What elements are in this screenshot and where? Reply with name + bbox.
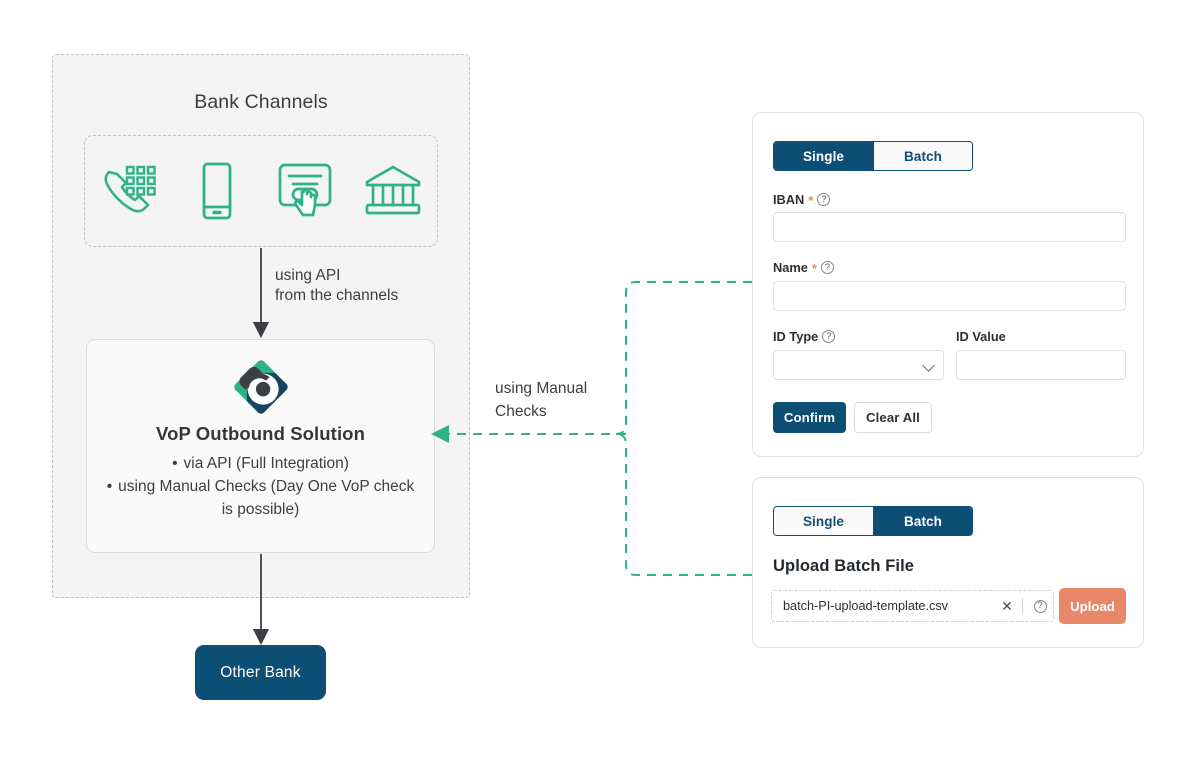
vop-card-title: VoP Outbound Solution — [156, 423, 365, 444]
confirm-button[interactable]: Confirm — [773, 402, 846, 433]
mode-toggle-batch-panel[interactable]: Single Batch — [773, 506, 973, 536]
mobile-phone-icon — [181, 158, 253, 224]
api-arrow-label: using API from the channels — [275, 267, 399, 304]
vop-bullet-text: via API (Full Integration) — [183, 455, 349, 472]
id-type-label: ID Type ? — [773, 329, 836, 344]
id-type-select[interactable] — [773, 350, 944, 380]
other-bank-node: Other Bank — [195, 645, 326, 700]
mode-toggle-single-panel[interactable]: Single Batch — [773, 141, 973, 171]
divider — [1022, 598, 1023, 614]
phone-keypad-icon — [93, 158, 165, 224]
iban-help-icon[interactable]: ? — [817, 193, 831, 206]
required-asterisk: * — [811, 261, 817, 276]
file-help-wrapper: ? — [1027, 599, 1053, 613]
vop-bullet-text: using Manual Checks (Day One VoP check i… — [118, 478, 415, 518]
iban-label-text: IBAN — [773, 192, 805, 207]
upload-batch-file-title: Upload Batch File — [773, 557, 915, 575]
iban-input[interactable] — [773, 212, 1126, 242]
bank-building-icon — [357, 158, 429, 224]
tab-batch[interactable]: Batch — [873, 142, 972, 170]
online-banking-click-icon — [269, 158, 341, 224]
tab-single[interactable]: Single — [774, 142, 873, 170]
name-label-text: Name — [773, 260, 808, 275]
bullet-glyph: • — [172, 455, 178, 472]
upload-help-icon[interactable]: ? — [1033, 599, 1047, 613]
vop-bullet-item: • using Manual Checks (Day One VoP check … — [101, 475, 420, 521]
id-value-input[interactable] — [956, 350, 1126, 380]
bank-channels-title: Bank Channels — [194, 91, 328, 113]
tab-single[interactable]: Single — [774, 507, 873, 535]
channel-icons-group — [84, 135, 438, 247]
vop-card-bullets: • via API (Full Integration) • using Manua… — [87, 452, 434, 521]
selected-file-name: batch-PI-upload-template.csv — [783, 599, 949, 613]
id-type-help-icon[interactable]: ? — [822, 330, 836, 343]
vop-outbound-solution-card: VoP Outbound Solution • via API (Full Int… — [86, 339, 435, 553]
close-icon[interactable]: ✕ — [1001, 597, 1013, 614]
clear-all-button[interactable]: Clear All — [854, 402, 932, 433]
batch-upload-panel: Single Batch Upload Batch File batch-PI-… — [752, 477, 1144, 648]
vop-bullet-item: • via API (Full Integration) — [101, 452, 420, 475]
name-label: Name * ? — [773, 260, 834, 275]
required-asterisk: * — [808, 193, 814, 208]
upload-button[interactable]: Upload — [1059, 588, 1126, 624]
tab-batch[interactable]: Batch — [873, 507, 972, 535]
id-value-label: ID Value — [956, 329, 1006, 344]
id-type-label-text: ID Type — [773, 329, 819, 344]
bullet-glyph: • — [106, 478, 113, 495]
name-help-icon[interactable]: ? — [820, 261, 834, 274]
file-drop-area[interactable]: batch-PI-upload-template.csv ✕ ? — [771, 590, 1054, 622]
iban-label: IBAN * ? — [773, 192, 831, 208]
single-check-panel: Single Batch IBAN * ? Name * ? ID Type ?… — [752, 112, 1144, 457]
name-input[interactable] — [773, 281, 1126, 311]
manual-checks-label: using Manual Checks — [495, 380, 588, 420]
vop-diamond-logo — [230, 356, 292, 418]
chevron-down-icon — [922, 359, 935, 372]
id-value-label-text: ID Value — [956, 329, 1006, 344]
